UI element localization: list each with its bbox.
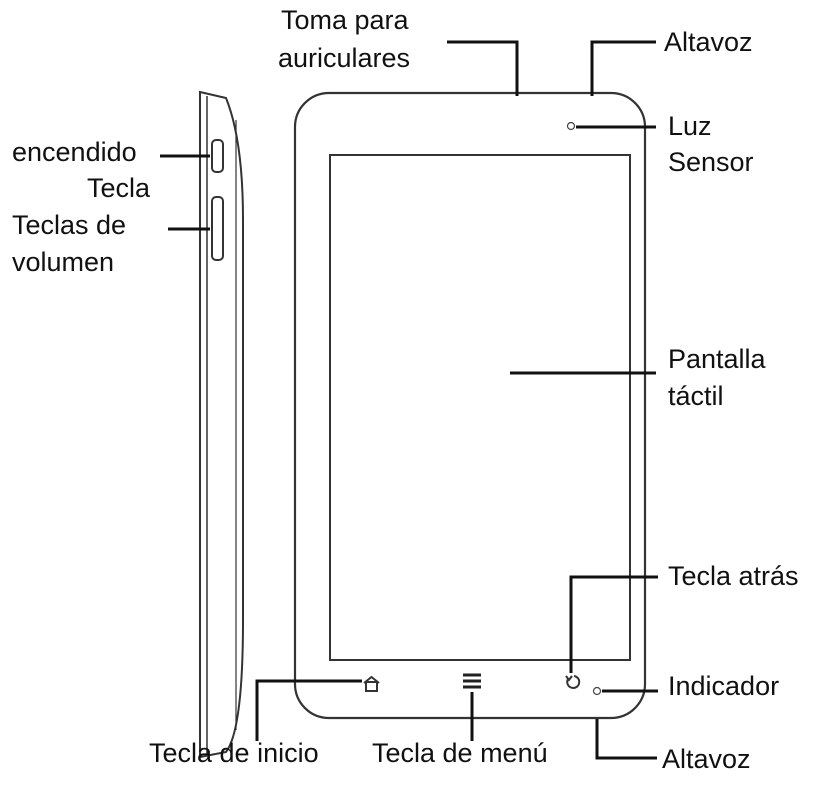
back-key-label: Tecla atrás — [668, 561, 799, 591]
menu-key-label: Tecla de menú — [372, 738, 548, 768]
back-icon — [565, 675, 581, 689]
power-button — [211, 139, 224, 173]
home-key-line — [255, 679, 362, 741]
touch-screen-label-line1: Pantalla — [668, 344, 766, 374]
light-sensor-label-line1: Luz — [668, 111, 712, 141]
light-sensor-label-line2: Sensor — [668, 147, 754, 177]
touch-screen-area — [329, 154, 631, 661]
menu-icon — [463, 673, 481, 689]
power-key-label-line1: encendido — [12, 137, 137, 167]
headphone-jack-line — [447, 40, 519, 96]
indicator-label: Indicador — [668, 671, 780, 701]
headphone-jack-label-line2: auriculares — [278, 43, 411, 73]
speaker-top-line — [590, 40, 656, 96]
volume-keys-label-line1: Teclas de — [12, 210, 127, 240]
back-key-line — [569, 575, 658, 673]
light-sensor-dot — [566, 121, 576, 131]
leader-lines — [160, 40, 658, 760]
headphone-jack-label-line1: Toma para — [281, 5, 409, 35]
tablet-side-view — [199, 90, 244, 759]
speaker-top-label: Altavoz — [664, 27, 753, 57]
speaker-bottom-line — [595, 719, 657, 760]
indicator-dot — [592, 686, 602, 696]
home-icon — [363, 675, 380, 692]
volume-keys-label-line2: volumen — [12, 247, 115, 277]
power-key-label-line2: Tecla — [87, 173, 151, 203]
tablet-front-body — [293, 91, 647, 720]
home-key-label: Tecla de inicio — [149, 738, 319, 768]
speaker-bottom-label: Altavoz — [662, 744, 751, 774]
volume-buttons — [211, 196, 224, 261]
touch-screen-label-line2: táctil — [668, 381, 724, 411]
